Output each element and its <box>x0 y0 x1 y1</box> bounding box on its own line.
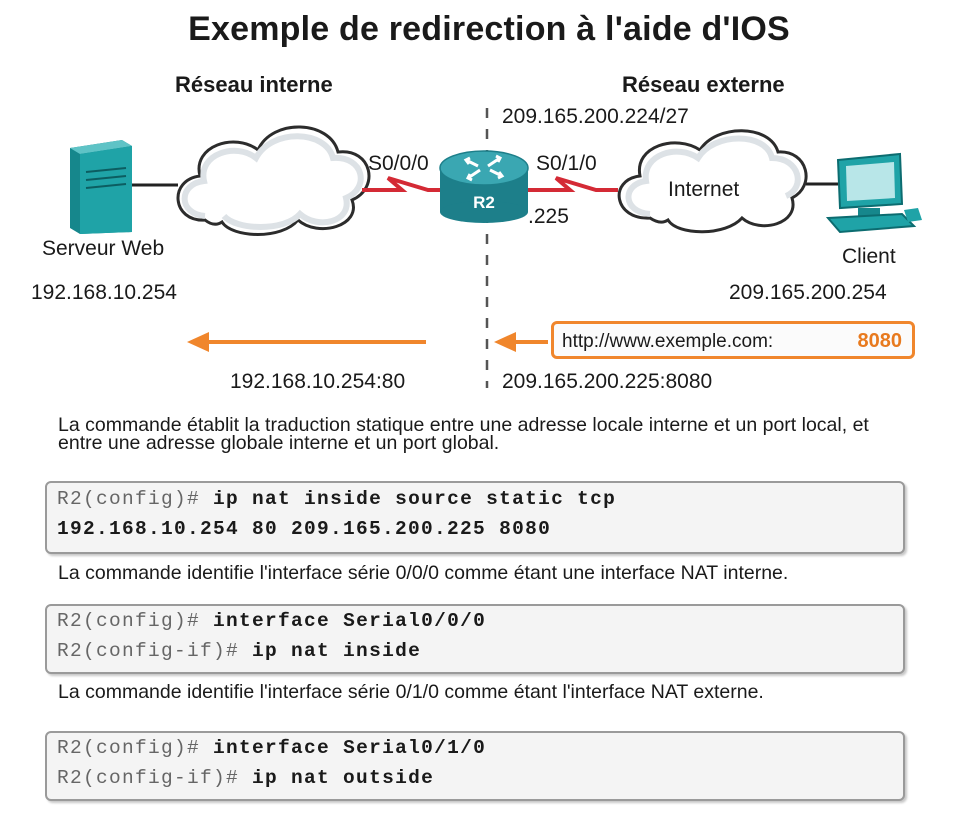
internet-label: Internet <box>668 178 740 201</box>
section-1-description: La commande établit la traduction statiq… <box>58 414 869 454</box>
command-text: interface Serial0/0/0 <box>213 610 487 632</box>
command-line: R2(config)# ip nat inside source static … <box>57 488 616 510</box>
url-port: 8080 <box>857 330 903 352</box>
page-title: Exemple de redirection à l'aide d'IOS <box>188 10 790 48</box>
inside-flow-arrow <box>187 332 426 352</box>
command-prompt: R2(config)# <box>57 737 201 759</box>
command-text: ip nat inside <box>252 640 422 662</box>
interface-s000-label: S0/0/0 <box>368 152 429 175</box>
command-prompt: R2(config-if)# <box>57 767 240 789</box>
outside-address-label: 209.165.200.225:8080 <box>502 370 713 393</box>
section-2-description: La commande identifie l'interface série … <box>58 562 789 584</box>
inside-network-label: Réseau interne <box>175 72 333 97</box>
section-3-description: La commande identifie l'interface série … <box>58 681 764 703</box>
serial-link-s010 <box>528 176 618 192</box>
command-prompt: R2(config)# <box>57 488 201 510</box>
client-label: Client <box>842 245 896 268</box>
url-box: http://www.exemple.com: 8080 <box>551 321 915 359</box>
command-text: ip nat outside <box>252 767 435 789</box>
outside-flow-arrow <box>494 332 548 352</box>
network-diagram: R2 <box>70 108 922 388</box>
command-text: 192.168.10.254 80 209.165.200.225 8080 <box>57 518 552 540</box>
url-text: http://www.exemple.com: <box>562 331 774 352</box>
command-text: ip nat inside source static tcp <box>213 488 617 510</box>
server-ip-label: 192.168.10.254 <box>31 281 177 304</box>
section-1-command-box: R2(config)# ip nat inside source static … <box>45 481 905 554</box>
inside-address-label: 192.168.10.254:80 <box>230 370 406 393</box>
command-text: interface Serial0/1/0 <box>213 737 487 759</box>
command-line: R2(config-if)# ip nat inside <box>57 640 421 662</box>
router-host-label: .225 <box>528 205 569 228</box>
client-ip-label: 209.165.200.254 <box>729 281 887 304</box>
command-line: R2(config)# interface Serial0/0/0 <box>57 610 486 632</box>
router-label: R2 <box>473 193 495 212</box>
command-prompt: R2(config)# <box>57 610 201 632</box>
serial-link-s000 <box>362 176 446 192</box>
inside-cloud-icon <box>176 125 371 236</box>
command-prompt: R2(config-if)# <box>57 640 240 662</box>
section-3-command-box: R2(config)# interface Serial0/1/0 R2(con… <box>45 731 905 801</box>
internet-cloud-icon <box>617 129 808 234</box>
command-line: 192.168.10.254 80 209.165.200.225 8080 <box>57 518 551 540</box>
interface-s010-label: S0/1/0 <box>536 152 597 175</box>
outside-subnet-label: 209.165.200.224/27 <box>502 105 689 128</box>
section-2-command-box: R2(config)# interface Serial0/0/0 R2(con… <box>45 604 905 674</box>
client-pc-icon <box>825 152 922 234</box>
server-label: Serveur Web <box>42 237 165 260</box>
web-server-icon <box>70 140 132 234</box>
router-r2-icon <box>439 150 529 223</box>
command-line: R2(config-if)# ip nat outside <box>57 767 434 789</box>
outside-network-label: Réseau externe <box>622 72 785 97</box>
command-line: R2(config)# interface Serial0/1/0 <box>57 737 486 759</box>
